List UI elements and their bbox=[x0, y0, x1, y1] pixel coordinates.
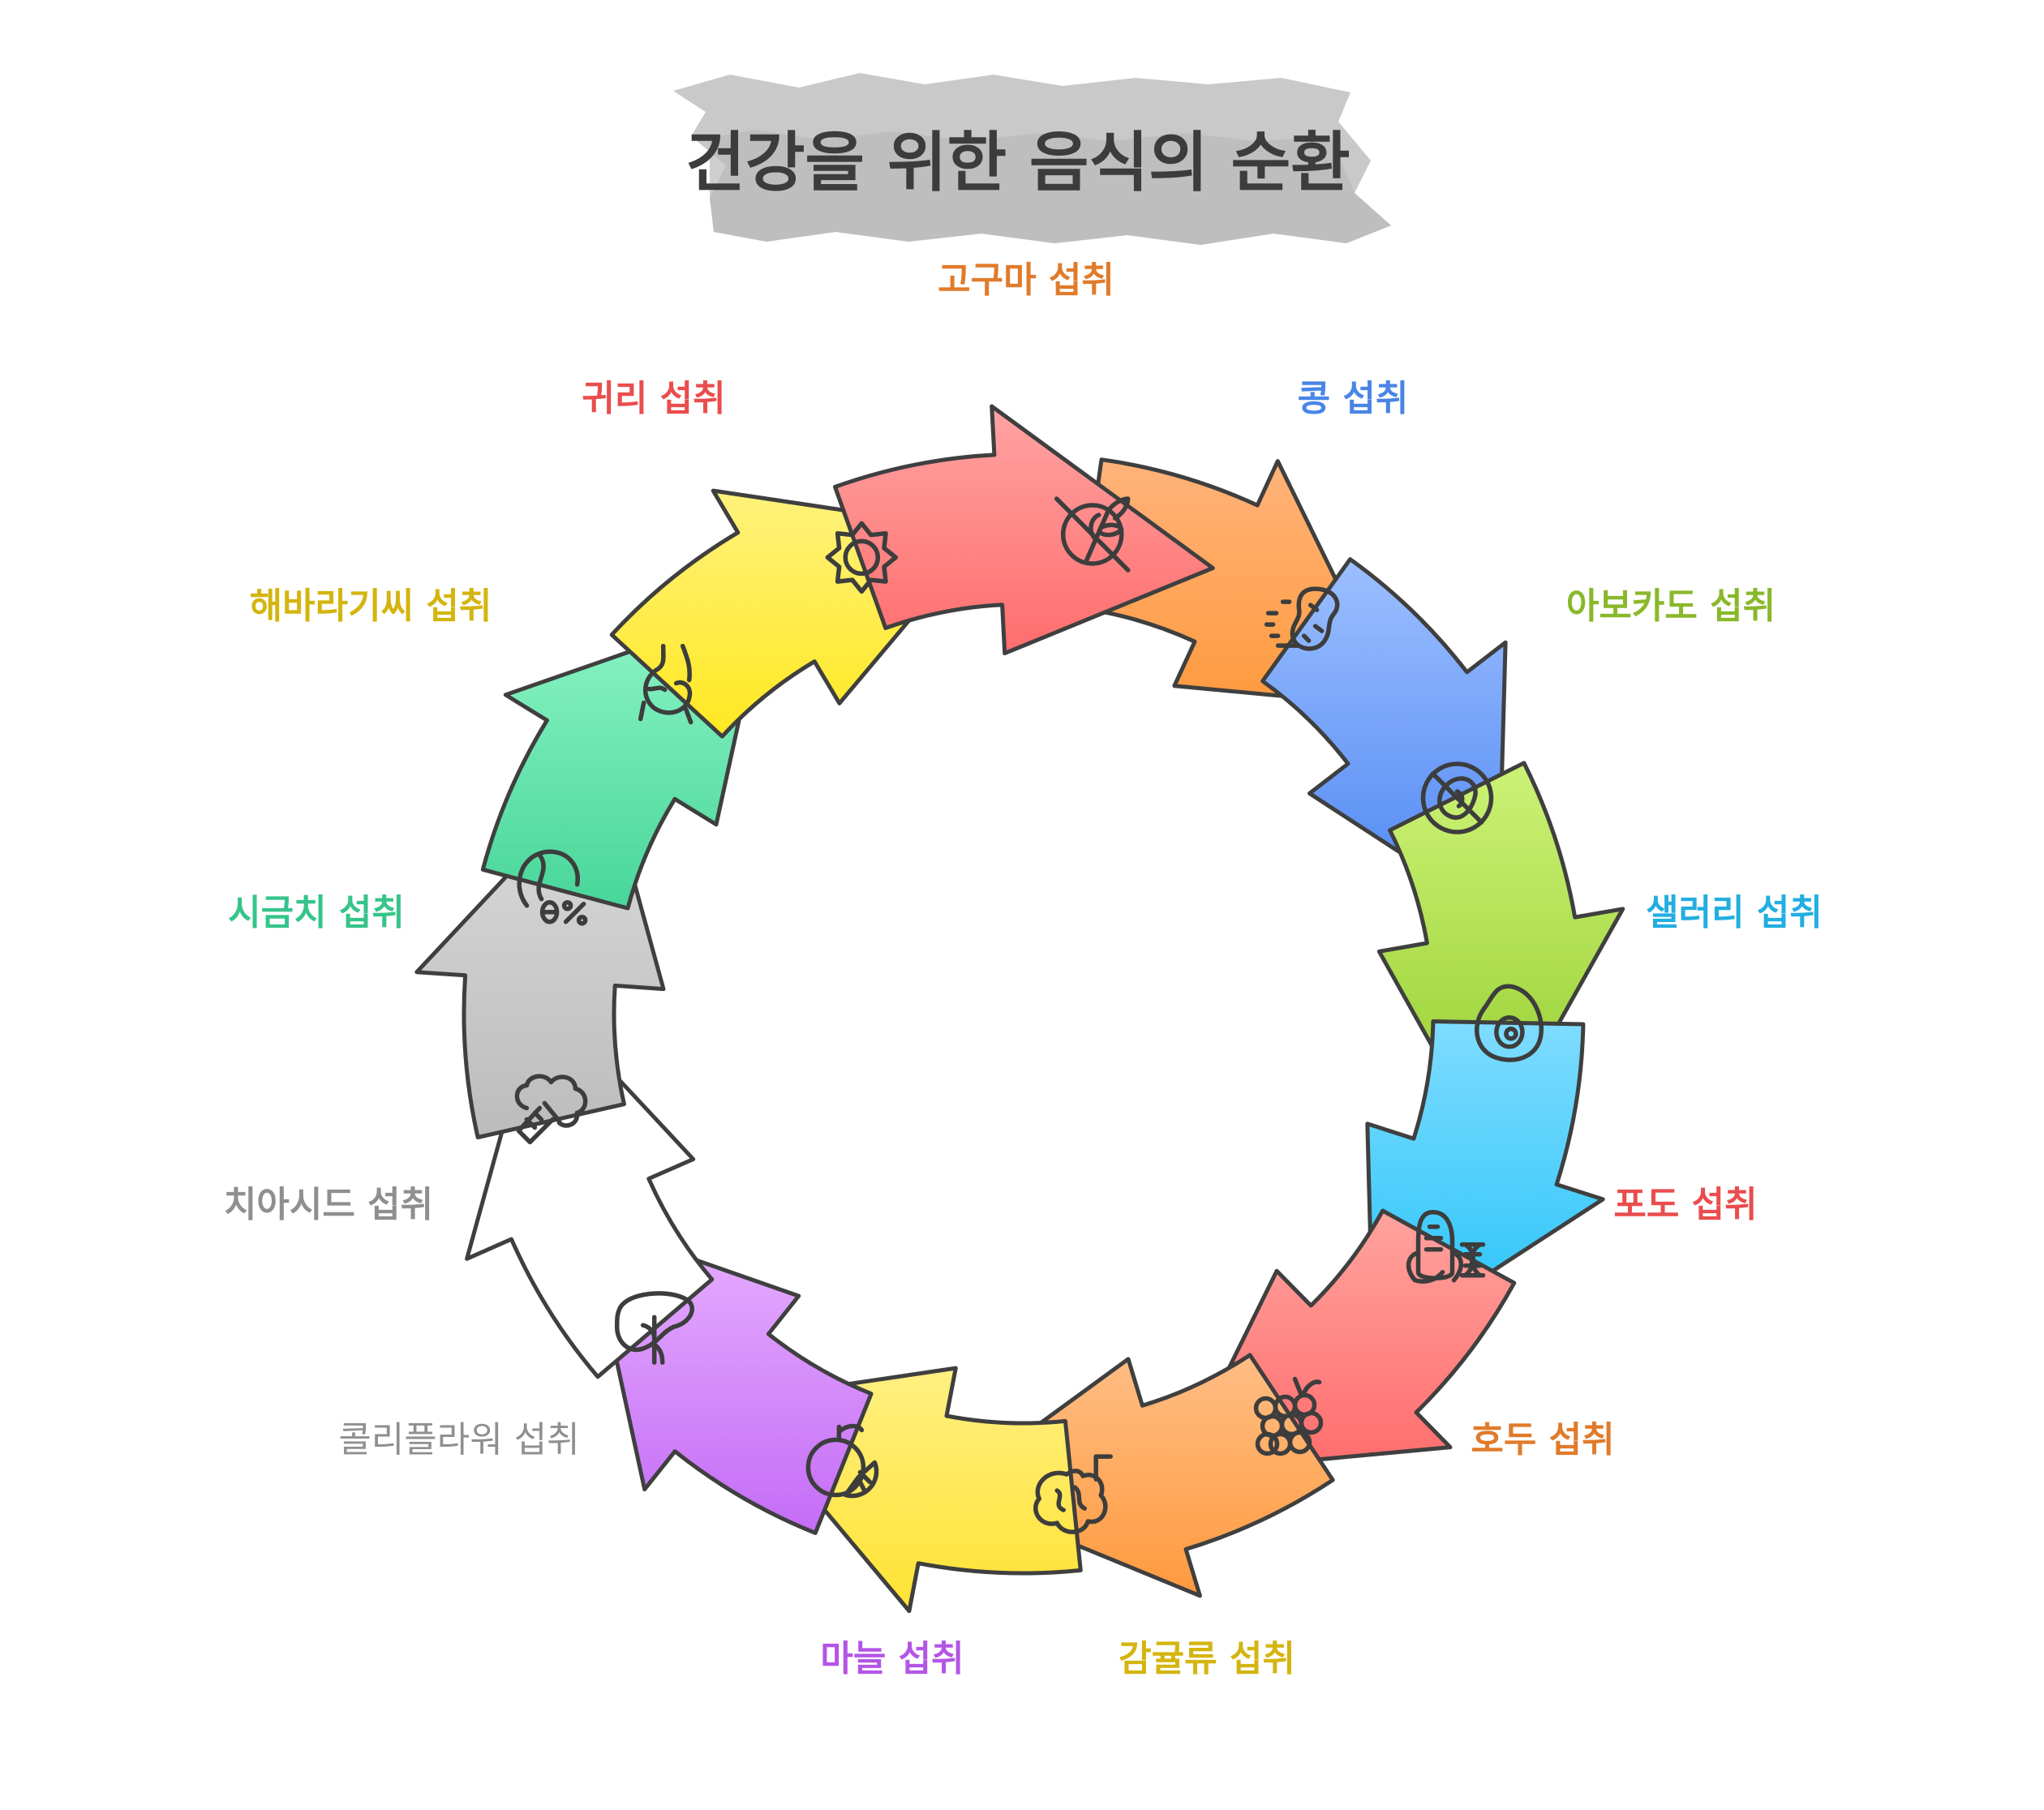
title-banner-shade bbox=[710, 130, 1391, 245]
step-label: 고구마 섭취 bbox=[938, 259, 1114, 301]
step-label: 치아시드 섭취 bbox=[224, 1184, 433, 1225]
avocado-icon bbox=[1475, 984, 1544, 1062]
corn-dna-icon bbox=[1406, 1209, 1486, 1284]
step-label: 시금치 섭취 bbox=[228, 892, 405, 933]
walnut-icon bbox=[1033, 1454, 1113, 1534]
no-bean-icon bbox=[1420, 761, 1494, 834]
step-label: 귀리 섭취 bbox=[582, 378, 725, 419]
citrus-icon bbox=[805, 1423, 879, 1499]
cycle-segment bbox=[944, 1353, 1335, 1598]
step-label: 콩 섭취 bbox=[1298, 378, 1409, 419]
zero-percent-icon bbox=[517, 849, 588, 926]
step-label: 샐러리 섭취 bbox=[1646, 892, 1823, 933]
cycle-segment bbox=[833, 404, 1215, 656]
step-label: 포도 섭취 bbox=[1613, 1184, 1757, 1225]
peanut-icon bbox=[1264, 586, 1340, 651]
cycle-icons bbox=[514, 496, 1544, 1534]
step-label: 호두 섭취 bbox=[1471, 1419, 1614, 1460]
step-label: 마늘 섭취 bbox=[820, 1638, 964, 1679]
sun-icon bbox=[825, 521, 899, 594]
step-label: 해바라기씨 섭취 bbox=[250, 585, 492, 627]
title-banner: 건강을 위한 음식의 순환 bbox=[673, 73, 1391, 245]
step-label: 아보카도 섭취 bbox=[1566, 585, 1776, 627]
step-label: 콜리플라워 섭취 bbox=[338, 1419, 579, 1460]
diagram-title: 건강을 위한 음식의 순환 bbox=[685, 125, 1350, 200]
liver-icon bbox=[614, 1291, 694, 1365]
step-label: 감귤류 섭취 bbox=[1119, 1638, 1295, 1679]
broccoli-icon bbox=[514, 1074, 588, 1145]
cycle-segments bbox=[414, 404, 1625, 1614]
stomach-icon bbox=[638, 643, 694, 725]
no-wheat-icon bbox=[1054, 496, 1131, 573]
grapes-icon bbox=[1253, 1376, 1324, 1456]
